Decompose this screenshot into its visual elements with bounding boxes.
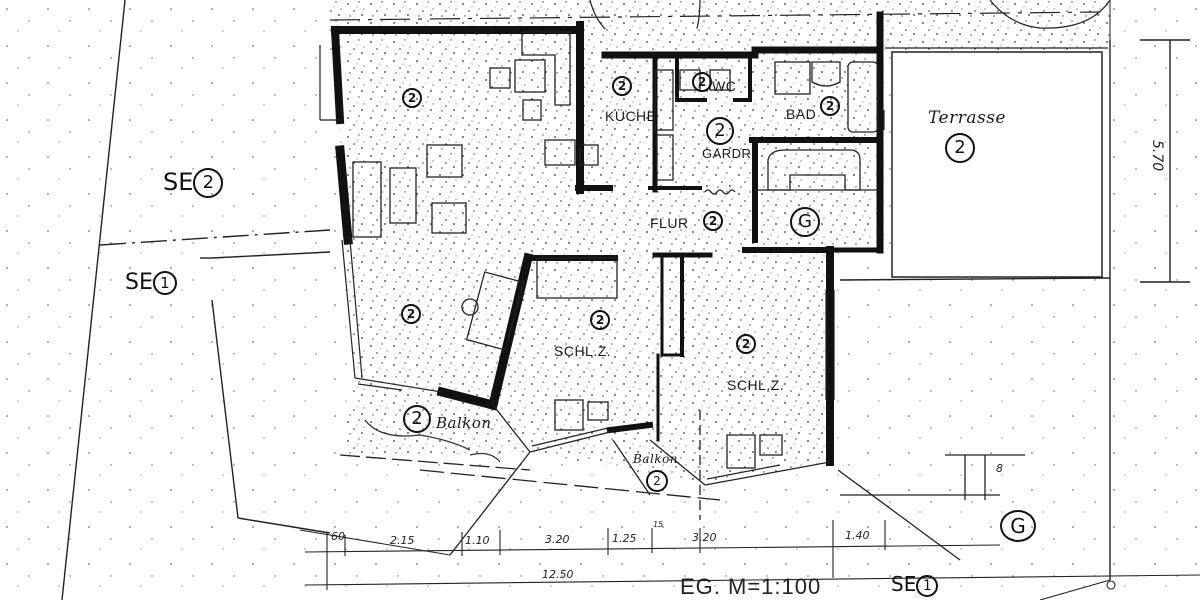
room-label-wardrobe: GARDR xyxy=(702,146,752,161)
dim-small-label: 15 xyxy=(653,520,664,529)
room-marker-balcony-1: 2 xyxy=(403,405,431,433)
zone-marker: 1 xyxy=(152,271,177,295)
room-marker-storage: G xyxy=(790,207,820,237)
site-lines xyxy=(339,404,1025,561)
room-marker-balcony-2: 2 xyxy=(646,470,668,492)
room-label-wc: WC xyxy=(712,78,737,94)
room-label-kitchen: KÜCHE xyxy=(605,108,657,124)
zone-marker: 2 xyxy=(193,168,224,198)
room-label-hall: FLUR xyxy=(650,215,689,231)
room-label-balcony-2: Balkon xyxy=(633,452,679,466)
room-marker-kitchen: 2 xyxy=(612,76,632,96)
room-marker-bath: 2 xyxy=(820,96,840,116)
room-marker-bedroom-1: 2 xyxy=(590,310,610,330)
zone-marker: 1 xyxy=(916,574,939,597)
room-marker-wardrobe: 2 xyxy=(706,117,734,145)
dim-total: 12.50 xyxy=(542,568,574,581)
room-label-bath: BAD xyxy=(786,106,817,122)
room-marker-garden: G xyxy=(1000,510,1036,542)
dim-small-right: 8 xyxy=(996,462,1003,475)
room-label-bedroom-2: SCHL.Z. xyxy=(727,377,785,393)
dim-segment-7: 1.40 xyxy=(845,529,870,542)
windows xyxy=(319,45,885,486)
room-label-balcony-1: Balkon xyxy=(436,414,492,432)
plot-boundary xyxy=(61,0,1190,600)
room-marker-wc: 2 xyxy=(692,72,712,92)
dim-segment-2: 2.15 xyxy=(390,534,415,547)
terrace-area xyxy=(885,47,1108,278)
dim-segment-6: 3.20 xyxy=(692,531,717,544)
dim-segment-5: 1.25 xyxy=(612,532,637,545)
room-marker-living: 2 xyxy=(402,88,422,108)
room-label-bedroom-1: SCHL.Z. xyxy=(554,343,612,359)
dim-segment-1: 60 xyxy=(331,530,345,543)
furniture xyxy=(352,31,880,469)
walls xyxy=(330,11,884,466)
plan-title: EG. M=1:100 xyxy=(680,574,822,599)
dim-segment-3: 1.10 xyxy=(465,534,490,547)
dimension-lines xyxy=(299,520,1200,600)
zone-prefix: SE xyxy=(163,168,194,196)
room-label-terrace: Terrasse xyxy=(928,108,1006,128)
room-marker-hall: 2 xyxy=(703,211,723,231)
dim-segment-4: 3.20 xyxy=(545,533,570,546)
dim-right-vertical: 5.70 xyxy=(1149,140,1165,172)
zone-prefix: SE xyxy=(125,270,153,295)
zone-prefix: SE xyxy=(891,572,917,596)
room-marker-bedroom-2: 2 xyxy=(736,334,756,354)
room-marker-terrace: 2 xyxy=(945,133,975,163)
room-marker-dining: 2 xyxy=(401,304,421,324)
